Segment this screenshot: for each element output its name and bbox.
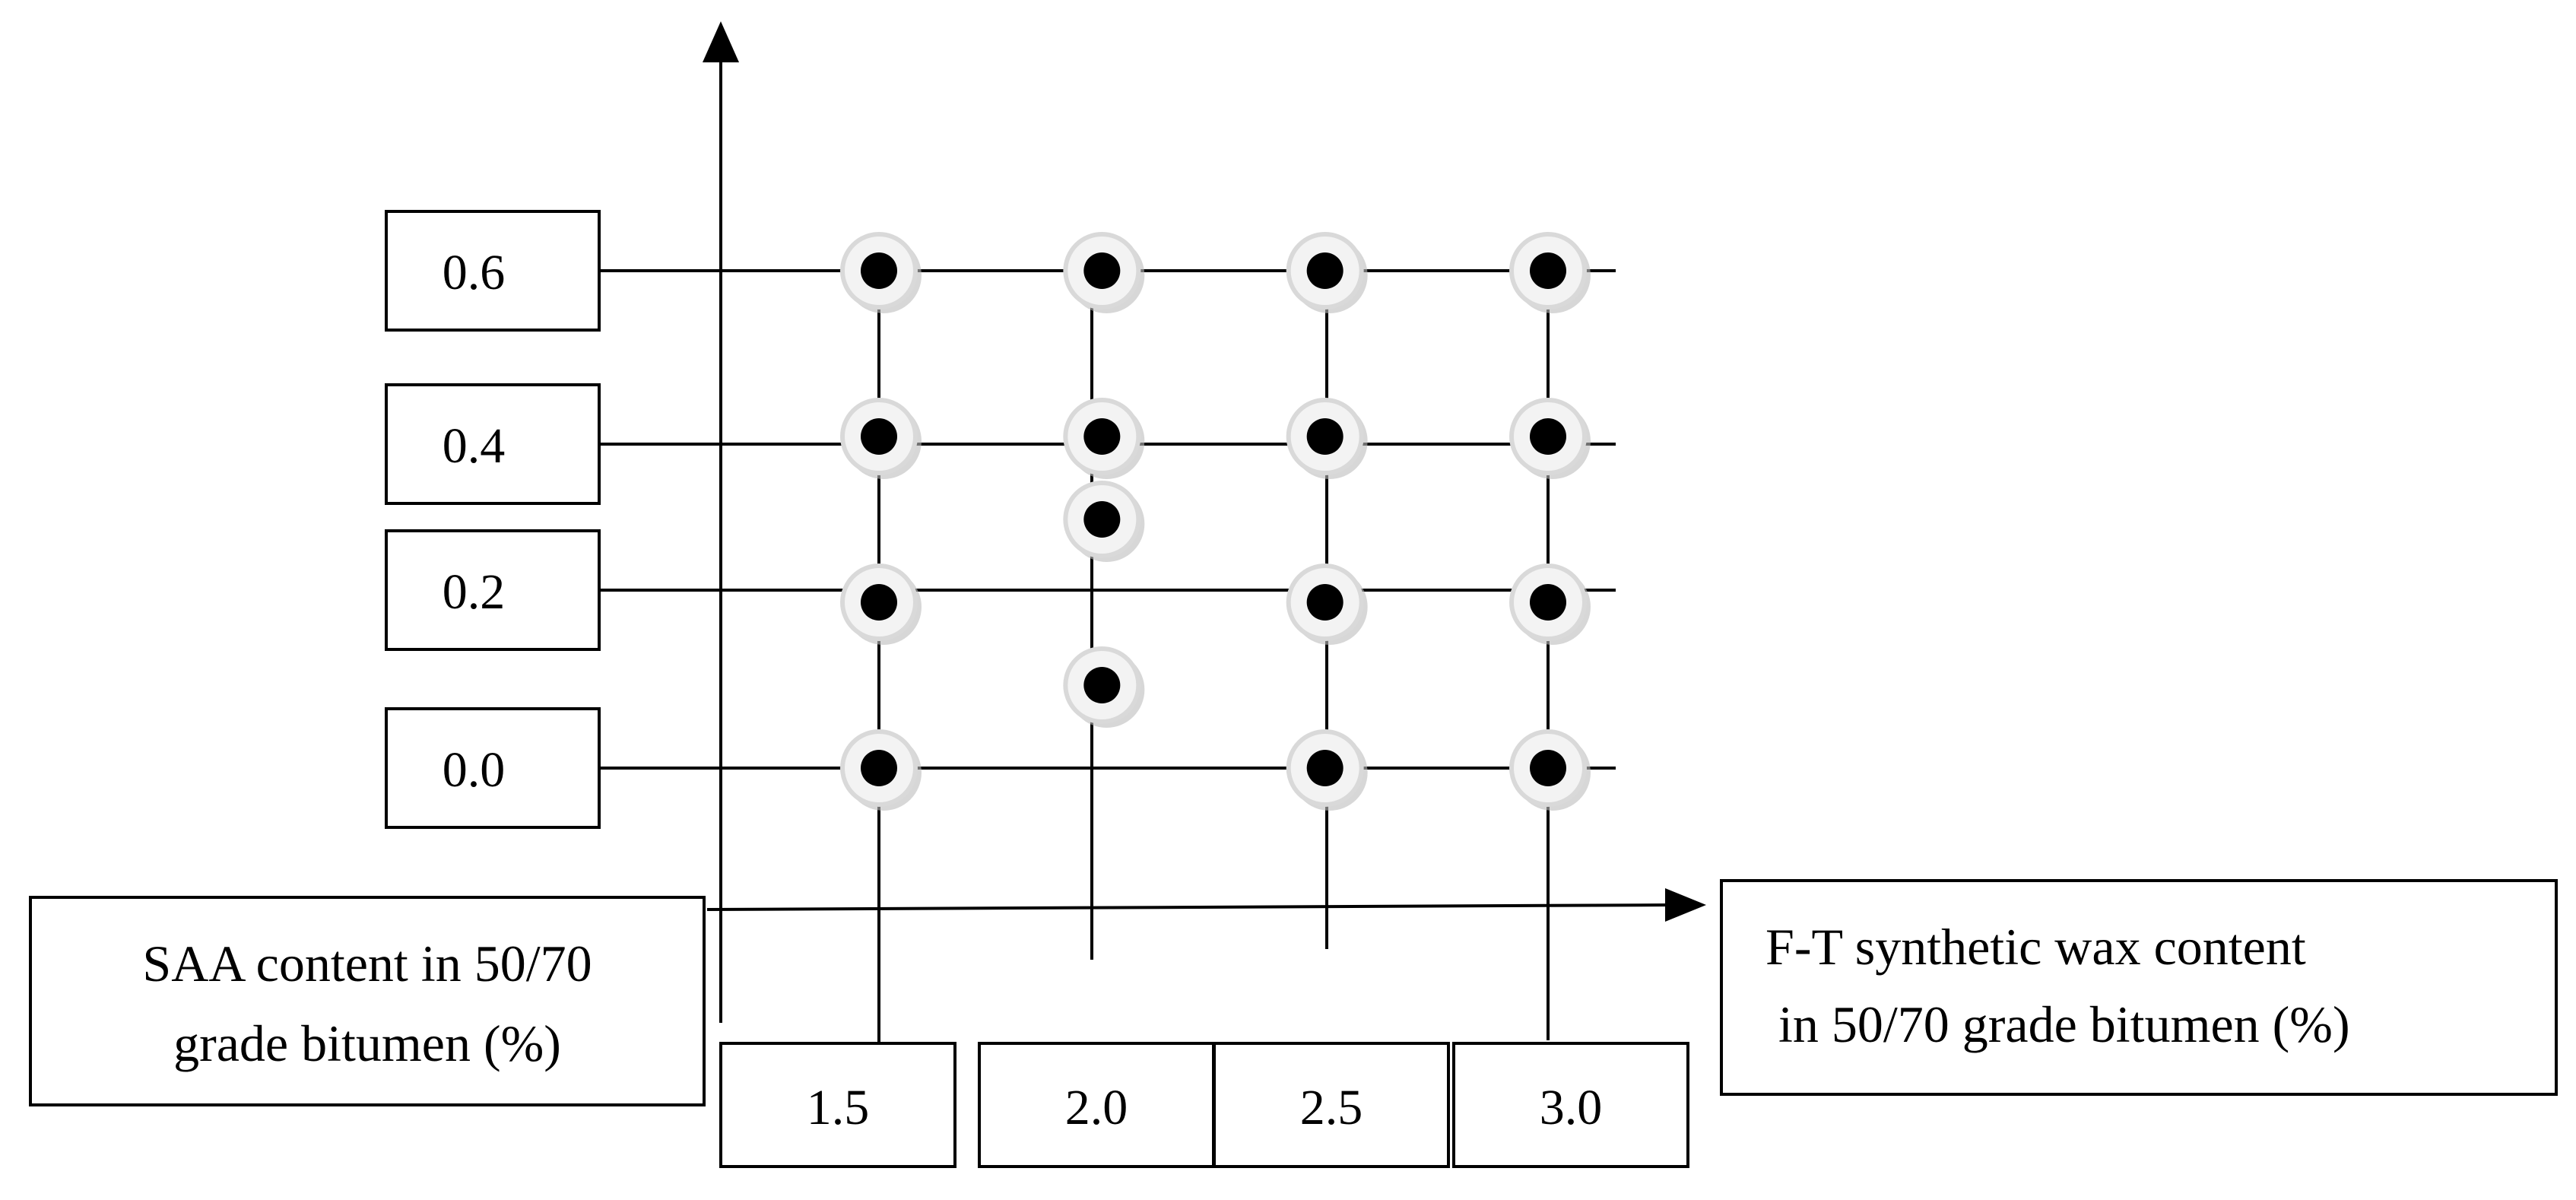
- data-point: [1509, 232, 1591, 313]
- x-axis-label-line-2: in 50/70 grade bitumen (%): [1765, 995, 2350, 1053]
- y-tick-box-0-4: [385, 383, 601, 505]
- data-point-dot: [1306, 252, 1344, 289]
- x-axis-arrowhead: [1665, 888, 1706, 922]
- data-point: [1063, 481, 1145, 562]
- x-tick-label-2-0: 2.0: [1065, 1080, 1128, 1135]
- data-point-dot: [1306, 750, 1344, 786]
- y-axis-arrowhead: [703, 21, 739, 62]
- data-point: [1063, 398, 1145, 479]
- x-axis-label-line-1: F-T synthetic wax content: [1765, 918, 2306, 976]
- data-point-dot: [861, 750, 897, 786]
- x-axis-label: F-T synthetic wax content in 50/70 grade…: [1720, 879, 2558, 1096]
- data-point: [1286, 398, 1368, 479]
- x-tick-box-1-5: [719, 1042, 956, 1168]
- data-point: [840, 729, 922, 811]
- x-tick-box-2-5: [1213, 1042, 1450, 1168]
- x-tick-label-3-0: 3.0: [1540, 1080, 1603, 1135]
- x-axis-label-box: [1720, 879, 2558, 1096]
- x-tick-box-3-0: [1452, 1042, 1689, 1168]
- y-tick-label-0-6: 0.6: [443, 245, 506, 300]
- data-point: [1063, 646, 1145, 728]
- data-point-dot: [861, 252, 897, 289]
- tick-layer: 0.0 0.2 0.4 0.6 1.5 2.0 2.5 3.0: [385, 210, 1689, 1168]
- data-point-dot: [861, 418, 897, 455]
- data-point: [1286, 232, 1368, 313]
- data-point: [1286, 563, 1368, 645]
- data-point-dot: [1530, 584, 1566, 621]
- point-layer: [840, 232, 1591, 811]
- data-point-dot: [1306, 584, 1344, 621]
- data-point-dot: [1530, 750, 1566, 786]
- x-axis-line: [706, 903, 1673, 911]
- data-point-dot: [861, 584, 897, 621]
- y-axis-label-line-1: SAA content in 50/70: [142, 935, 592, 992]
- data-point-dot: [1530, 418, 1566, 455]
- y-tick-label-0-4: 0.4: [443, 418, 506, 474]
- y-axis-label: SAA content in 50/70 grade bitumen (%): [29, 896, 706, 1106]
- x-tick-box-2-0: [978, 1042, 1215, 1168]
- data-point: [1286, 729, 1368, 811]
- data-point-dot: [1083, 501, 1121, 538]
- x-tick-label-1-5: 1.5: [807, 1080, 870, 1135]
- y-axis-label-line-2: grade bitumen (%): [173, 1014, 561, 1072]
- data-point: [840, 563, 922, 645]
- data-point-dot: [1083, 252, 1121, 289]
- data-point-dot: [1083, 667, 1121, 703]
- y-tick-label-0-2: 0.2: [443, 564, 506, 620]
- data-point-dot: [1083, 418, 1121, 455]
- data-point: [840, 232, 922, 313]
- data-point-dot: [1306, 418, 1344, 455]
- y-tick-label-0-0: 0.0: [443, 742, 506, 798]
- data-point: [1063, 232, 1145, 313]
- x-tick-label-2-5: 2.5: [1300, 1080, 1363, 1135]
- y-tick-box-0-0: [385, 707, 601, 829]
- data-point: [1509, 729, 1591, 811]
- data-point: [1509, 398, 1591, 479]
- data-point: [1509, 563, 1591, 645]
- data-point: [840, 398, 922, 479]
- data-point-dot: [1530, 252, 1566, 289]
- y-tick-box-0-6: [385, 210, 601, 332]
- y-tick-box-0-2: [385, 529, 601, 651]
- y-axis-label-box: [29, 896, 706, 1106]
